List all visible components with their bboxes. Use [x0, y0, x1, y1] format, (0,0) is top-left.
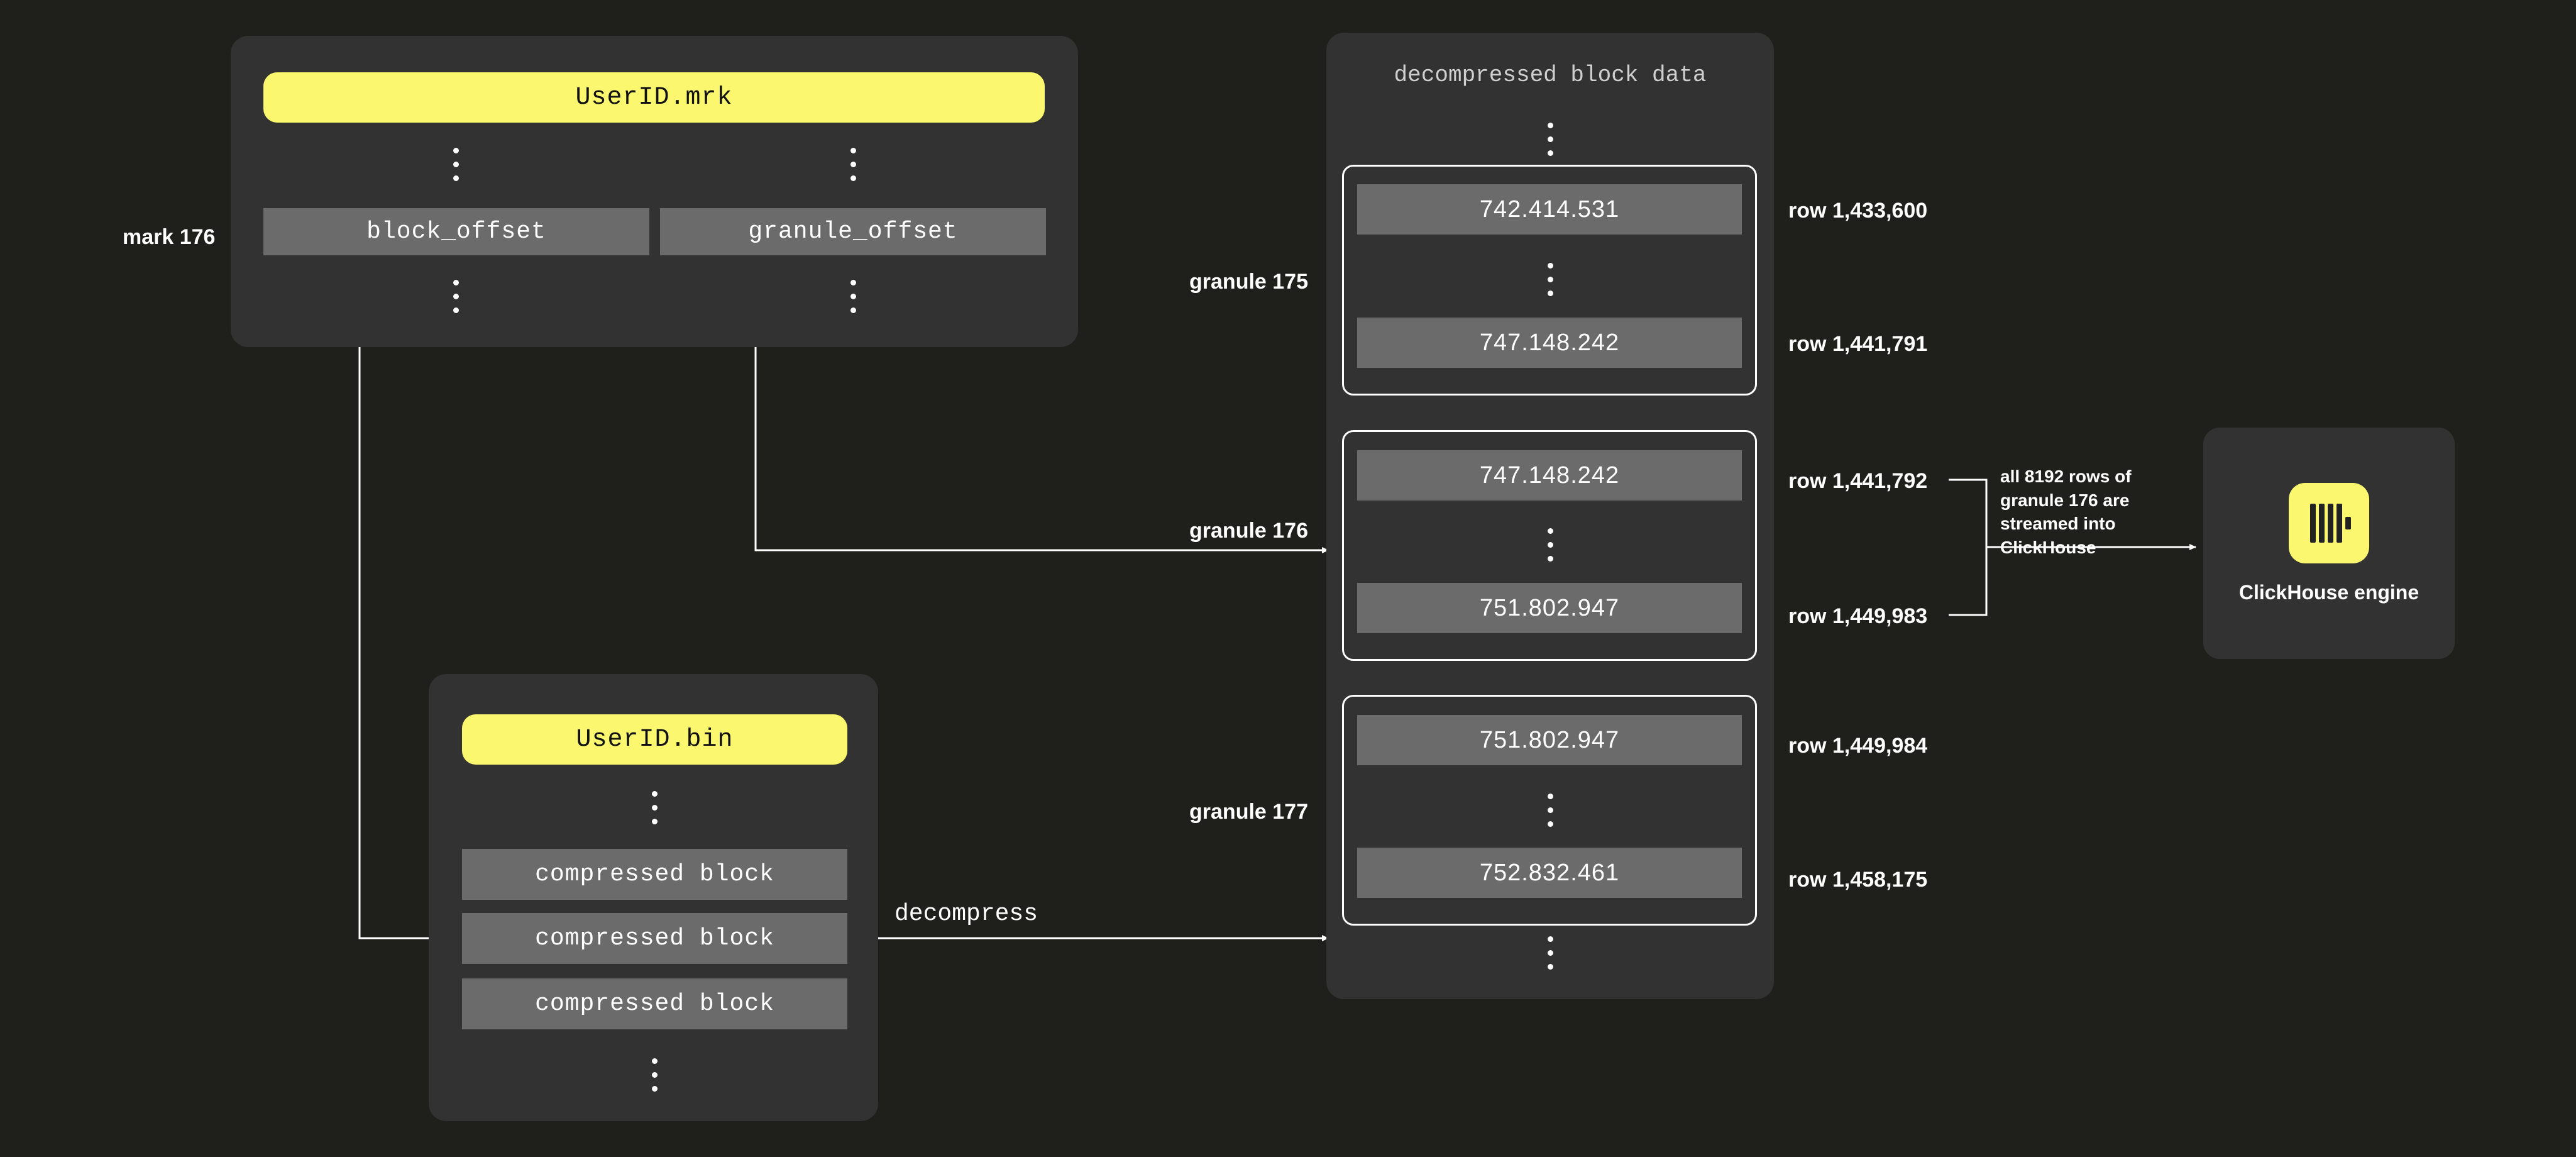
granule-175-last-row: row 1,441,791 — [1788, 332, 1928, 356]
bin-file-name[interactable]: UserID.bin — [462, 714, 847, 765]
granule-177-last-row: row 1,458,175 — [1788, 868, 1928, 892]
mark-label: mark 176 — [123, 225, 216, 249]
granule-177-label: granule 177 — [1189, 800, 1308, 824]
mark-top-dots-right — [849, 148, 857, 181]
compressed-block-2[interactable]: compressed block — [462, 913, 847, 964]
granule-box-175 — [1342, 165, 1757, 396]
bin-bottom-dots — [650, 1058, 659, 1092]
mark-bottom-dots-left — [451, 280, 460, 313]
granule-176-label: granule 176 — [1189, 519, 1308, 543]
granule-175-last-value[interactable]: 747.148.242 — [1357, 318, 1742, 368]
granule-177-first-row: row 1,449,984 — [1788, 734, 1928, 758]
granule-176-last-value[interactable]: 751.802.947 — [1357, 583, 1742, 633]
mark-column-block-offset[interactable]: block_offset — [263, 208, 649, 255]
decompressed-bottom-dots — [1546, 936, 1555, 970]
granule-box-177 — [1342, 695, 1757, 926]
bin-top-dots — [650, 791, 659, 824]
stream-note: all 8192 rows of granule 176 are streame… — [2000, 467, 2132, 557]
mark-bottom-dots-right — [849, 280, 857, 313]
decompressed-panel-title: decompressed block data — [1394, 62, 1707, 88]
mark-column-granule-offset[interactable]: granule_offset — [660, 208, 1046, 255]
compressed-block-1[interactable]: compressed block — [462, 849, 847, 900]
granule-176-inner-dots — [1546, 528, 1555, 562]
clickhouse-engine-label: ClickHouse engine — [2238, 580, 2419, 604]
granule-175-inner-dots — [1546, 263, 1555, 296]
decompress-label: decompress — [894, 900, 1038, 927]
clickhouse-logo-icon — [2289, 482, 2369, 563]
granule-177-inner-dots — [1546, 794, 1555, 827]
granule-176-last-row: row 1,449,983 — [1788, 604, 1928, 628]
granule-175-first-row: row 1,433,600 — [1788, 199, 1928, 223]
granule-175-label: granule 175 — [1189, 270, 1308, 294]
decompressed-top-dots — [1546, 123, 1555, 156]
granule-177-first-value[interactable]: 751.802.947 — [1357, 715, 1742, 765]
granule-177-last-value[interactable]: 752.832.461 — [1357, 848, 1742, 898]
granule-176-first-value[interactable]: 747.148.242 — [1357, 450, 1742, 501]
granule-175-first-value[interactable]: 742.414.531 — [1357, 184, 1742, 235]
clickhouse-engine-card[interactable]: ClickHouse engine — [2203, 428, 2455, 659]
granule-176-first-row: row 1,441,792 — [1788, 469, 1928, 493]
compressed-block-3[interactable]: compressed block — [462, 978, 847, 1029]
granule-box-176 — [1342, 430, 1757, 661]
mark-top-dots-left — [451, 148, 460, 181]
mark-file-name[interactable]: UserID.mrk — [263, 72, 1045, 123]
